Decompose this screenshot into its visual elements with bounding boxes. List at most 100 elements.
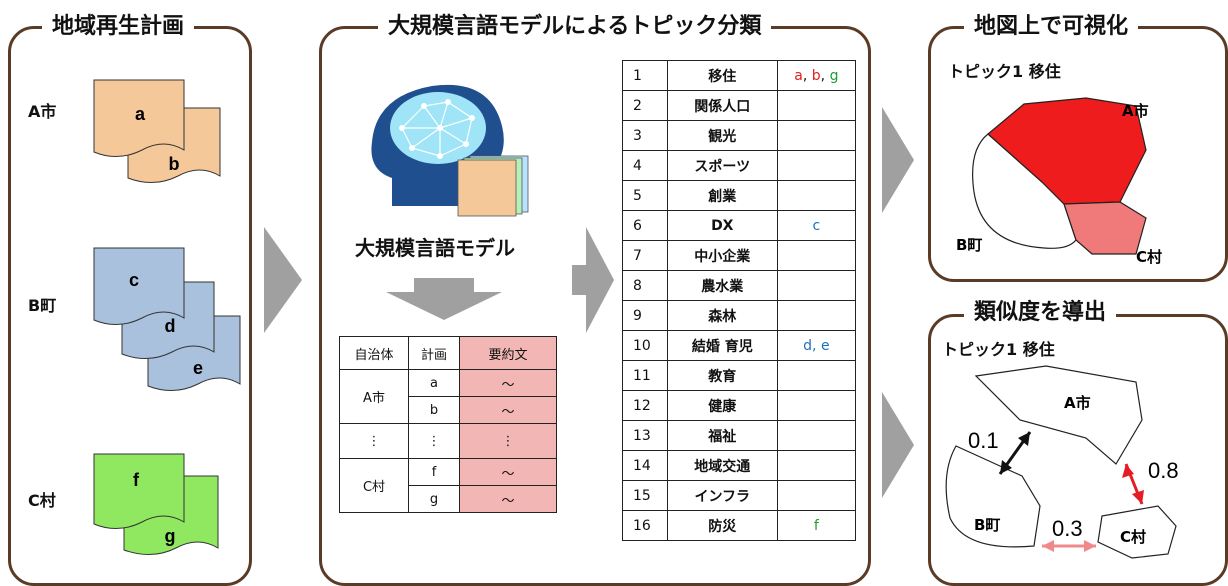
- topic-number: 10: [622, 330, 668, 361]
- chevron-right-icon: [264, 227, 302, 333]
- map-region-c: [1063, 201, 1147, 255]
- topic-name: インフラ: [666, 480, 778, 511]
- topic-name: 地域交通: [666, 450, 778, 481]
- chevron-right-icon: [572, 227, 614, 333]
- table-row: A市 a ～: [339, 369, 557, 424]
- sim-region-c: [1097, 505, 1177, 559]
- topic-docs: [776, 480, 857, 511]
- summary-cell-muni: A市: [339, 369, 409, 424]
- topic-docs: [776, 120, 857, 151]
- table-row: ⋮ ⋮ ⋮: [339, 423, 557, 459]
- topic-docs: d, e: [776, 330, 857, 361]
- topic-number: 14: [622, 450, 668, 481]
- topic-doc-ref: d, e: [803, 337, 830, 354]
- map-label-c: C村: [1136, 248, 1162, 266]
- brain-head-icon: [371, 84, 529, 217]
- doc-g-letter: g: [165, 526, 176, 546]
- topic-number: 9: [622, 300, 668, 331]
- plans-panel-title: 地域再生計画: [42, 12, 195, 42]
- doc-f-letter: f: [133, 470, 140, 490]
- map-region-a: [987, 97, 1147, 205]
- topic-number: 4: [622, 150, 668, 181]
- sim-region-a: [974, 365, 1143, 465]
- summary-header-summary: 要約文: [459, 336, 557, 370]
- sim-label-b: B町: [974, 516, 1000, 534]
- topic-docs: f: [776, 510, 857, 541]
- topic-name: 福祉: [666, 420, 778, 451]
- topic-name: 観光: [666, 120, 778, 151]
- topic-docs: [776, 300, 857, 331]
- topic-doc-ref: ,: [802, 67, 812, 84]
- topic-number: 12: [622, 390, 668, 421]
- municipality-c-label: C村: [28, 491, 56, 510]
- doc-c-letter: c: [129, 270, 139, 290]
- sim-label-c: C村: [1120, 528, 1146, 546]
- similarity-value-ab: 0.1: [968, 428, 999, 453]
- topic-name: 農水業: [666, 270, 778, 301]
- summary-cell-text: ～: [459, 458, 557, 486]
- summary-cell-text: ～: [459, 485, 557, 513]
- doc-d-letter: d: [165, 316, 176, 336]
- chevron-right-icon: [882, 107, 914, 213]
- map-topic-label: トピック1 移住: [948, 62, 1061, 81]
- topic-name: 健康: [666, 390, 778, 421]
- topic-doc-ref: ,: [820, 67, 830, 84]
- topic-docs: [776, 240, 857, 271]
- topic-number: 15: [622, 480, 668, 511]
- topic-name: 森林: [666, 300, 778, 331]
- topic-docs: [776, 360, 857, 391]
- municipality-a-label: A市: [28, 102, 57, 121]
- topic-number: 8: [622, 270, 668, 301]
- municipality-b-label: B町: [28, 296, 57, 315]
- document-icon: c d e: [93, 247, 241, 391]
- topic-doc-ref: c: [812, 217, 821, 234]
- map-panel-title: 地図上で可視化: [964, 12, 1139, 42]
- topic-docs: [776, 420, 857, 451]
- sim-region-b: [945, 445, 1041, 548]
- topic-number: 7: [622, 240, 668, 271]
- chevron-right-icon: [882, 392, 914, 498]
- similarity-graph: A市 B町 C村 0.1 0.8 0.3: [945, 365, 1179, 559]
- doc-b-letter: b: [169, 154, 180, 174]
- summary-header-plan: 計画: [408, 336, 460, 370]
- table-row: C村 f ～: [339, 458, 557, 513]
- summary-table: 自治体 計画 要約文 A市 a ～ b ～ ⋮ ⋮ ⋮ C村 f ～ g ～: [339, 336, 557, 513]
- map-label-a: A市: [1122, 102, 1149, 120]
- model-label: 大規模言語モデル: [355, 236, 515, 260]
- summary-cell-muni: ⋮: [339, 423, 409, 459]
- similarity-value-ac: 0.8: [1148, 458, 1179, 483]
- summary-cell-text: ～: [459, 369, 557, 397]
- topic-number: 13: [622, 420, 668, 451]
- topic-name: 中小企業: [666, 240, 778, 271]
- topic-doc-ref: a: [794, 67, 803, 84]
- topic-docs: [776, 180, 857, 211]
- topic-docs: [776, 390, 857, 421]
- topic-docs: [776, 450, 857, 481]
- topic-docs: [776, 90, 857, 121]
- summary-cell-text: ～: [459, 396, 557, 424]
- summary-cell-muni: C村: [339, 458, 409, 513]
- map-label-b: B町: [956, 236, 982, 254]
- topic-doc-ref: b: [811, 67, 821, 84]
- topic-name: 関係人口: [666, 90, 778, 121]
- topic-number: 2: [622, 90, 668, 121]
- classification-panel-title: 大規模言語モデルによるトピック分類: [378, 12, 772, 42]
- topic-number: 16: [622, 510, 668, 541]
- document-icon: a b: [93, 79, 221, 183]
- topic-docs: [776, 150, 857, 181]
- topic-docs: c: [776, 210, 857, 241]
- topic-map: A市 B町 C村: [956, 97, 1162, 266]
- doc-e-letter: e: [193, 358, 203, 378]
- topic-name: 結婚 育児: [666, 330, 778, 361]
